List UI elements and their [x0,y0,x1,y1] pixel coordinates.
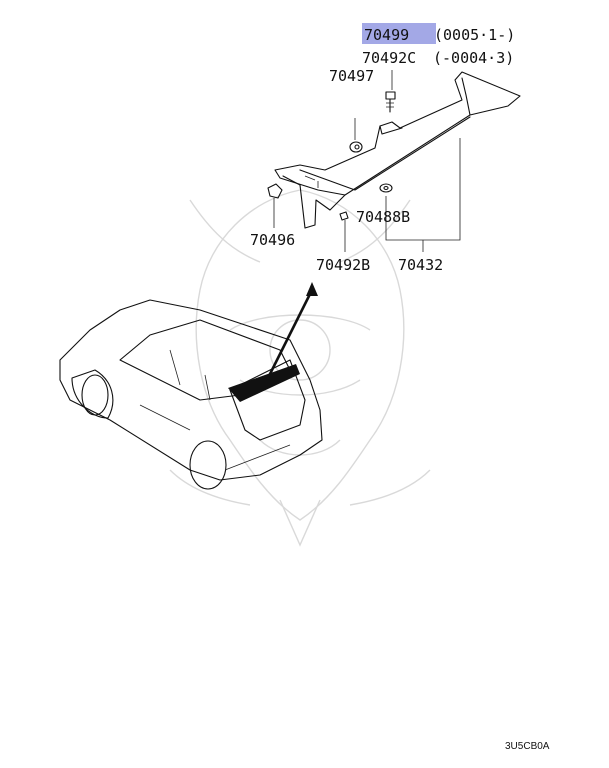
label-70492B[interactable]: 70492B [316,256,370,274]
bolt-70492C [385,70,396,113]
part-highlight [362,23,436,44]
samurai-helmet-watermark-icon [169,189,431,547]
car-illustration [59,299,323,490]
screw-70492B [339,211,349,252]
label-70492C[interactable]: 70492C [362,49,416,67]
spoiler-assembly [274,71,521,229]
label-70488B[interactable]: 70488B [356,208,410,226]
grommet-70497 [349,118,363,153]
label-70499[interactable]: 70499 [364,26,409,44]
clip-70496 [267,183,283,228]
label-70492C-range: (-0004·3) [433,49,514,67]
bracket-70432 [385,138,461,252]
leader-arrow [266,282,318,380]
washer-70488B [379,183,393,193]
label-70496[interactable]: 70496 [250,231,295,249]
label-70497[interactable]: 70497 [329,67,374,85]
label-70499-range: (0005·1-) [434,26,515,44]
label-70432[interactable]: 70432 [398,256,443,274]
diagram-code: 3U5CB0A [505,741,550,752]
